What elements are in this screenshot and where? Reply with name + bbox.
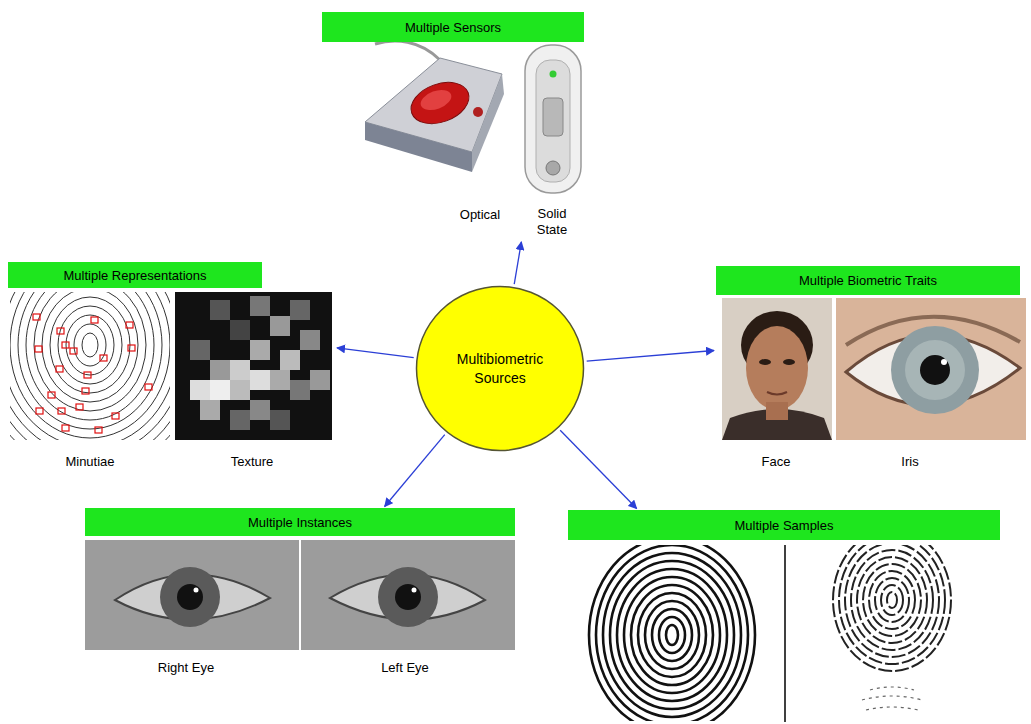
- arrow-connector: [337, 348, 414, 358]
- minutiae-image: [0, 216, 202, 474]
- arrow-connector: [560, 430, 636, 508]
- source-group: Multiple InstancesRight Eye Left Eye: [85, 508, 515, 680]
- circle-label: Multibiometric Sources: [440, 350, 560, 388]
- category-band: Multiple Sensors: [322, 12, 584, 42]
- image-caption: Solid State: [527, 206, 577, 238]
- fingerprint-samples: [568, 529, 1000, 724]
- source-group: Multiple SensorsOptical Solid State: [322, 12, 590, 240]
- category-band: Multiple Samples: [568, 510, 1000, 540]
- source-group: Multiple Biometric TraitsFaceIris: [716, 266, 1026, 466]
- source-group: Multiple Samples: [568, 510, 1000, 722]
- face-photo: [722, 298, 832, 440]
- image-caption: Left Eye: [381, 660, 429, 676]
- arrow-connector: [587, 351, 714, 362]
- category-band: Multiple Biometric Traits: [716, 266, 1020, 295]
- arrow-connector: [514, 242, 521, 284]
- eyes-photo: [85, 540, 515, 650]
- image-caption: Minutiae: [65, 454, 114, 470]
- optical-sensor: [365, 41, 504, 172]
- image-caption: Iris: [901, 454, 918, 470]
- image-caption: Face: [762, 454, 791, 470]
- iris-photo: [836, 298, 1026, 440]
- texture-image: [175, 292, 332, 440]
- image-caption: Optical: [460, 207, 500, 223]
- solid-state-sensor: [525, 45, 581, 193]
- category-band: Multiple Representations: [8, 262, 262, 288]
- category-band: Multiple Instances: [85, 508, 515, 536]
- source-circle: Multibiometric Sources: [415, 285, 585, 452]
- arrow-connector: [385, 435, 445, 507]
- circle-outline: [415, 285, 585, 452]
- source-group: Multiple RepresentationsMinutiae Texture: [8, 262, 335, 475]
- image-caption: Texture: [231, 454, 274, 470]
- image-caption: Right Eye: [158, 660, 214, 676]
